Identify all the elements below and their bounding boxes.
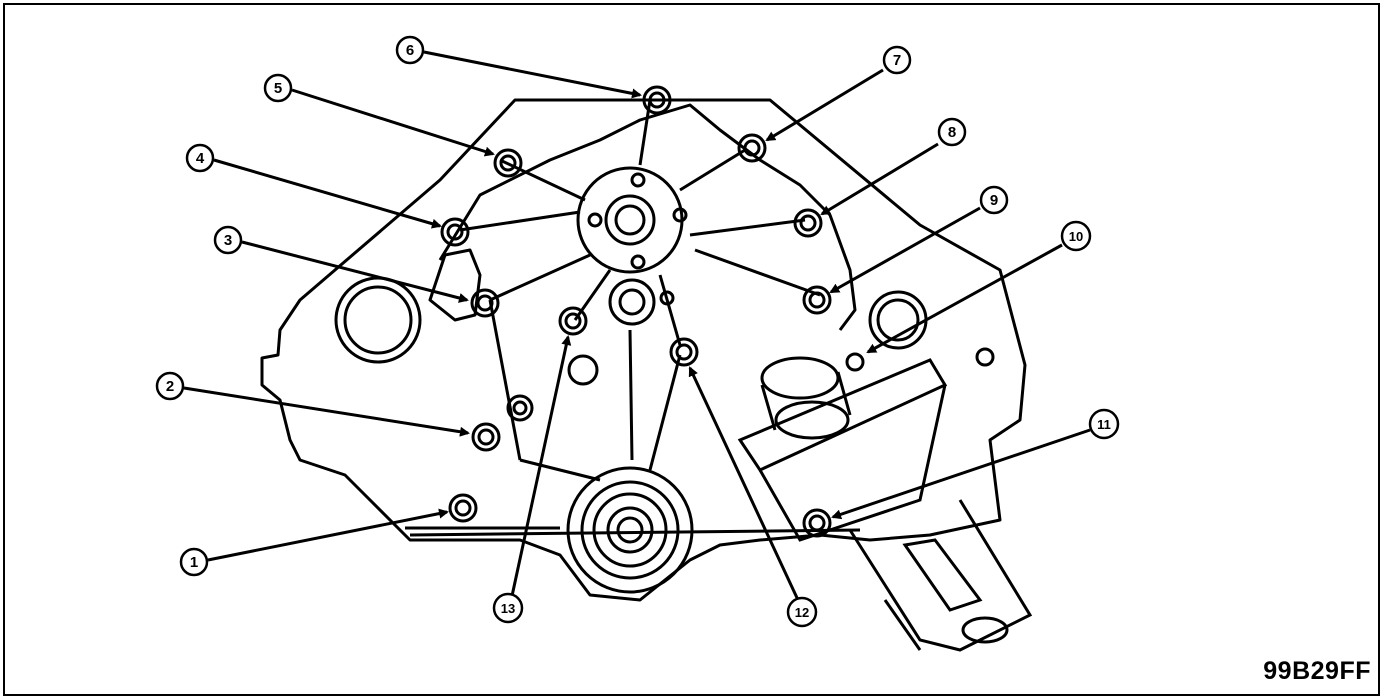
svg-text:6: 6 [406, 42, 414, 59]
bolt-5 [493, 148, 523, 178]
arrow-10 [866, 243, 1063, 354]
svg-text:3: 3 [224, 232, 232, 249]
svg-text:4: 4 [196, 150, 205, 167]
callout-9: 9 [979, 185, 1009, 215]
bolt-13 [558, 306, 588, 336]
svg-text:13: 13 [501, 601, 515, 616]
arrow-2 [183, 386, 470, 437]
arrow-7 [765, 68, 884, 142]
arrow-8 [820, 142, 939, 216]
bolt-6 [642, 85, 672, 115]
figure-code: 99B29FF [1263, 657, 1371, 685]
bolt-12 [669, 337, 699, 367]
bolt-2 [471, 422, 501, 452]
callout-1: 1 [179, 547, 209, 577]
callout-11: 11 [1088, 408, 1120, 440]
svg-text:11: 11 [1097, 417, 1111, 432]
svg-text:10: 10 [1069, 229, 1083, 244]
crank-pulley [566, 466, 694, 594]
callout-7: 7 [882, 45, 912, 75]
svg-text:7: 7 [893, 52, 901, 69]
bolt-4 [440, 217, 470, 247]
arrow-5 [291, 88, 495, 157]
callout-10: 10 [1060, 220, 1092, 252]
bolt-holes [440, 85, 865, 538]
callout-4: 4 [185, 143, 215, 173]
svg-text:9: 9 [990, 192, 998, 209]
svg-text:5: 5 [274, 80, 282, 97]
arrow-12 [688, 366, 800, 601]
bolt-10 [845, 352, 865, 372]
svg-text:2: 2 [166, 378, 174, 395]
arrow-13 [510, 335, 572, 597]
right-bore [868, 290, 995, 367]
bolt-1 [448, 493, 478, 523]
callout-labels: 1 2 3 4 5 6 7 8 9 10 11 12 13 [155, 35, 1120, 628]
callout-2: 2 [155, 371, 185, 401]
bolt-7 [737, 133, 767, 163]
callout-8: 8 [937, 117, 967, 147]
arrow-3 [241, 240, 469, 303]
leader-arrows [183, 50, 1091, 601]
svg-text:12: 12 [795, 605, 809, 620]
callout-3: 3 [213, 225, 243, 255]
callout-6: 6 [395, 35, 425, 65]
callout-12: 12 [786, 596, 818, 628]
pump-ribs [459, 99, 821, 482]
svg-text:8: 8 [948, 124, 956, 141]
arrow-4 [213, 158, 442, 229]
bolt-9 [802, 285, 832, 315]
distributor-housing [737, 356, 1033, 652]
bolt-3 [470, 288, 500, 318]
svg-text:1: 1 [190, 554, 198, 571]
callout-13: 13 [492, 592, 524, 624]
bolt-11 [802, 508, 832, 538]
water-pump-hub [576, 166, 688, 326]
arrow-11 [831, 428, 1091, 520]
front-cover-outline [260, 98, 1027, 602]
arrow-9 [829, 206, 981, 294]
left-seal-bore [334, 276, 599, 386]
arrow-6 [423, 50, 642, 99]
bolt-8 [793, 208, 823, 238]
arrow-1 [207, 508, 449, 562]
callout-5: 5 [263, 73, 293, 103]
